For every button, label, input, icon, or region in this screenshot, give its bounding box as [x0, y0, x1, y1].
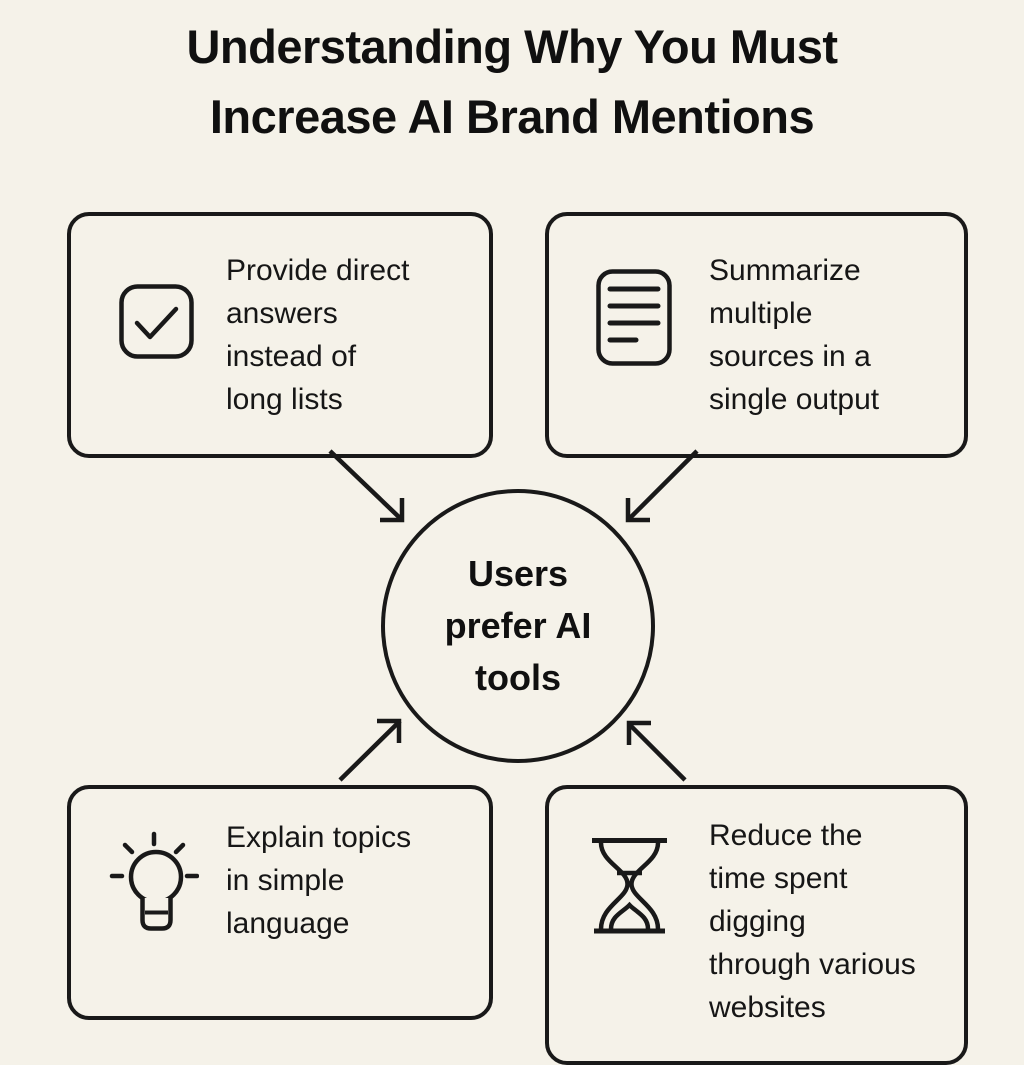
card-provide-direct-answers: Provide direct answers instead of long l…: [67, 212, 493, 458]
card-text-line: digging: [709, 905, 806, 938]
card-text-line: Reduce the: [709, 819, 863, 852]
page-title: Understanding Why You Must Increase AI B…: [0, 12, 1024, 152]
central-text-line: prefer AI: [444, 605, 592, 646]
card-summarize-sources: Summarize multiple sources in a single o…: [545, 212, 968, 458]
arrow-bottom-right-to-center: [626, 720, 687, 782]
central-node: Users prefer AI tools: [381, 489, 655, 763]
card-text: Provide direct answers instead of long l…: [226, 249, 409, 421]
arrow-bottom-left-to-center: [338, 718, 402, 782]
central-text-line: tools: [475, 657, 561, 698]
checkbox-icon: [119, 284, 194, 359]
card-text-line: time spent: [709, 862, 848, 895]
lightbulb-icon: [109, 831, 199, 931]
card-text-line: instead of: [226, 340, 357, 373]
card-text-line: Summarize: [709, 254, 861, 287]
page-title-line-1: Understanding Why You Must: [186, 20, 838, 73]
hourglass-icon: [592, 838, 667, 934]
card-text-line: multiple: [709, 297, 813, 330]
arrow-top-left-to-center: [328, 449, 405, 523]
card-text-line: Explain topics: [226, 821, 412, 854]
card-reduce-time: Reduce the time spent digging through va…: [545, 785, 968, 1065]
infographic: Understanding Why You Must Increase AI B…: [0, 12, 1024, 1065]
card-text-line: Provide direct: [226, 254, 410, 287]
card-explain-topics: Explain topics in simple language: [67, 785, 493, 1020]
central-text-line: Users: [467, 553, 569, 594]
card-text: Reduce the time spent digging through va…: [709, 814, 916, 1029]
card-text: Summarize multiple sources in a single o…: [709, 249, 879, 421]
page-title-line-2: Increase AI Brand Mentions: [209, 90, 815, 143]
card-text: Explain topics in simple language: [226, 816, 411, 945]
card-text-line: long lists: [226, 383, 343, 416]
card-text-line: websites: [709, 991, 826, 1024]
card-text-line: sources in a: [709, 340, 871, 373]
card-text-line: single output: [709, 383, 880, 416]
central-node-text: Users prefer AI tools: [445, 548, 592, 704]
card-text-line: in simple: [226, 864, 345, 897]
arrow-top-right-to-center: [625, 449, 699, 523]
card-text-line: language: [226, 907, 350, 940]
card-text-line: through various: [709, 948, 916, 981]
document-icon: [596, 269, 672, 366]
card-text-line: answers: [226, 297, 338, 330]
